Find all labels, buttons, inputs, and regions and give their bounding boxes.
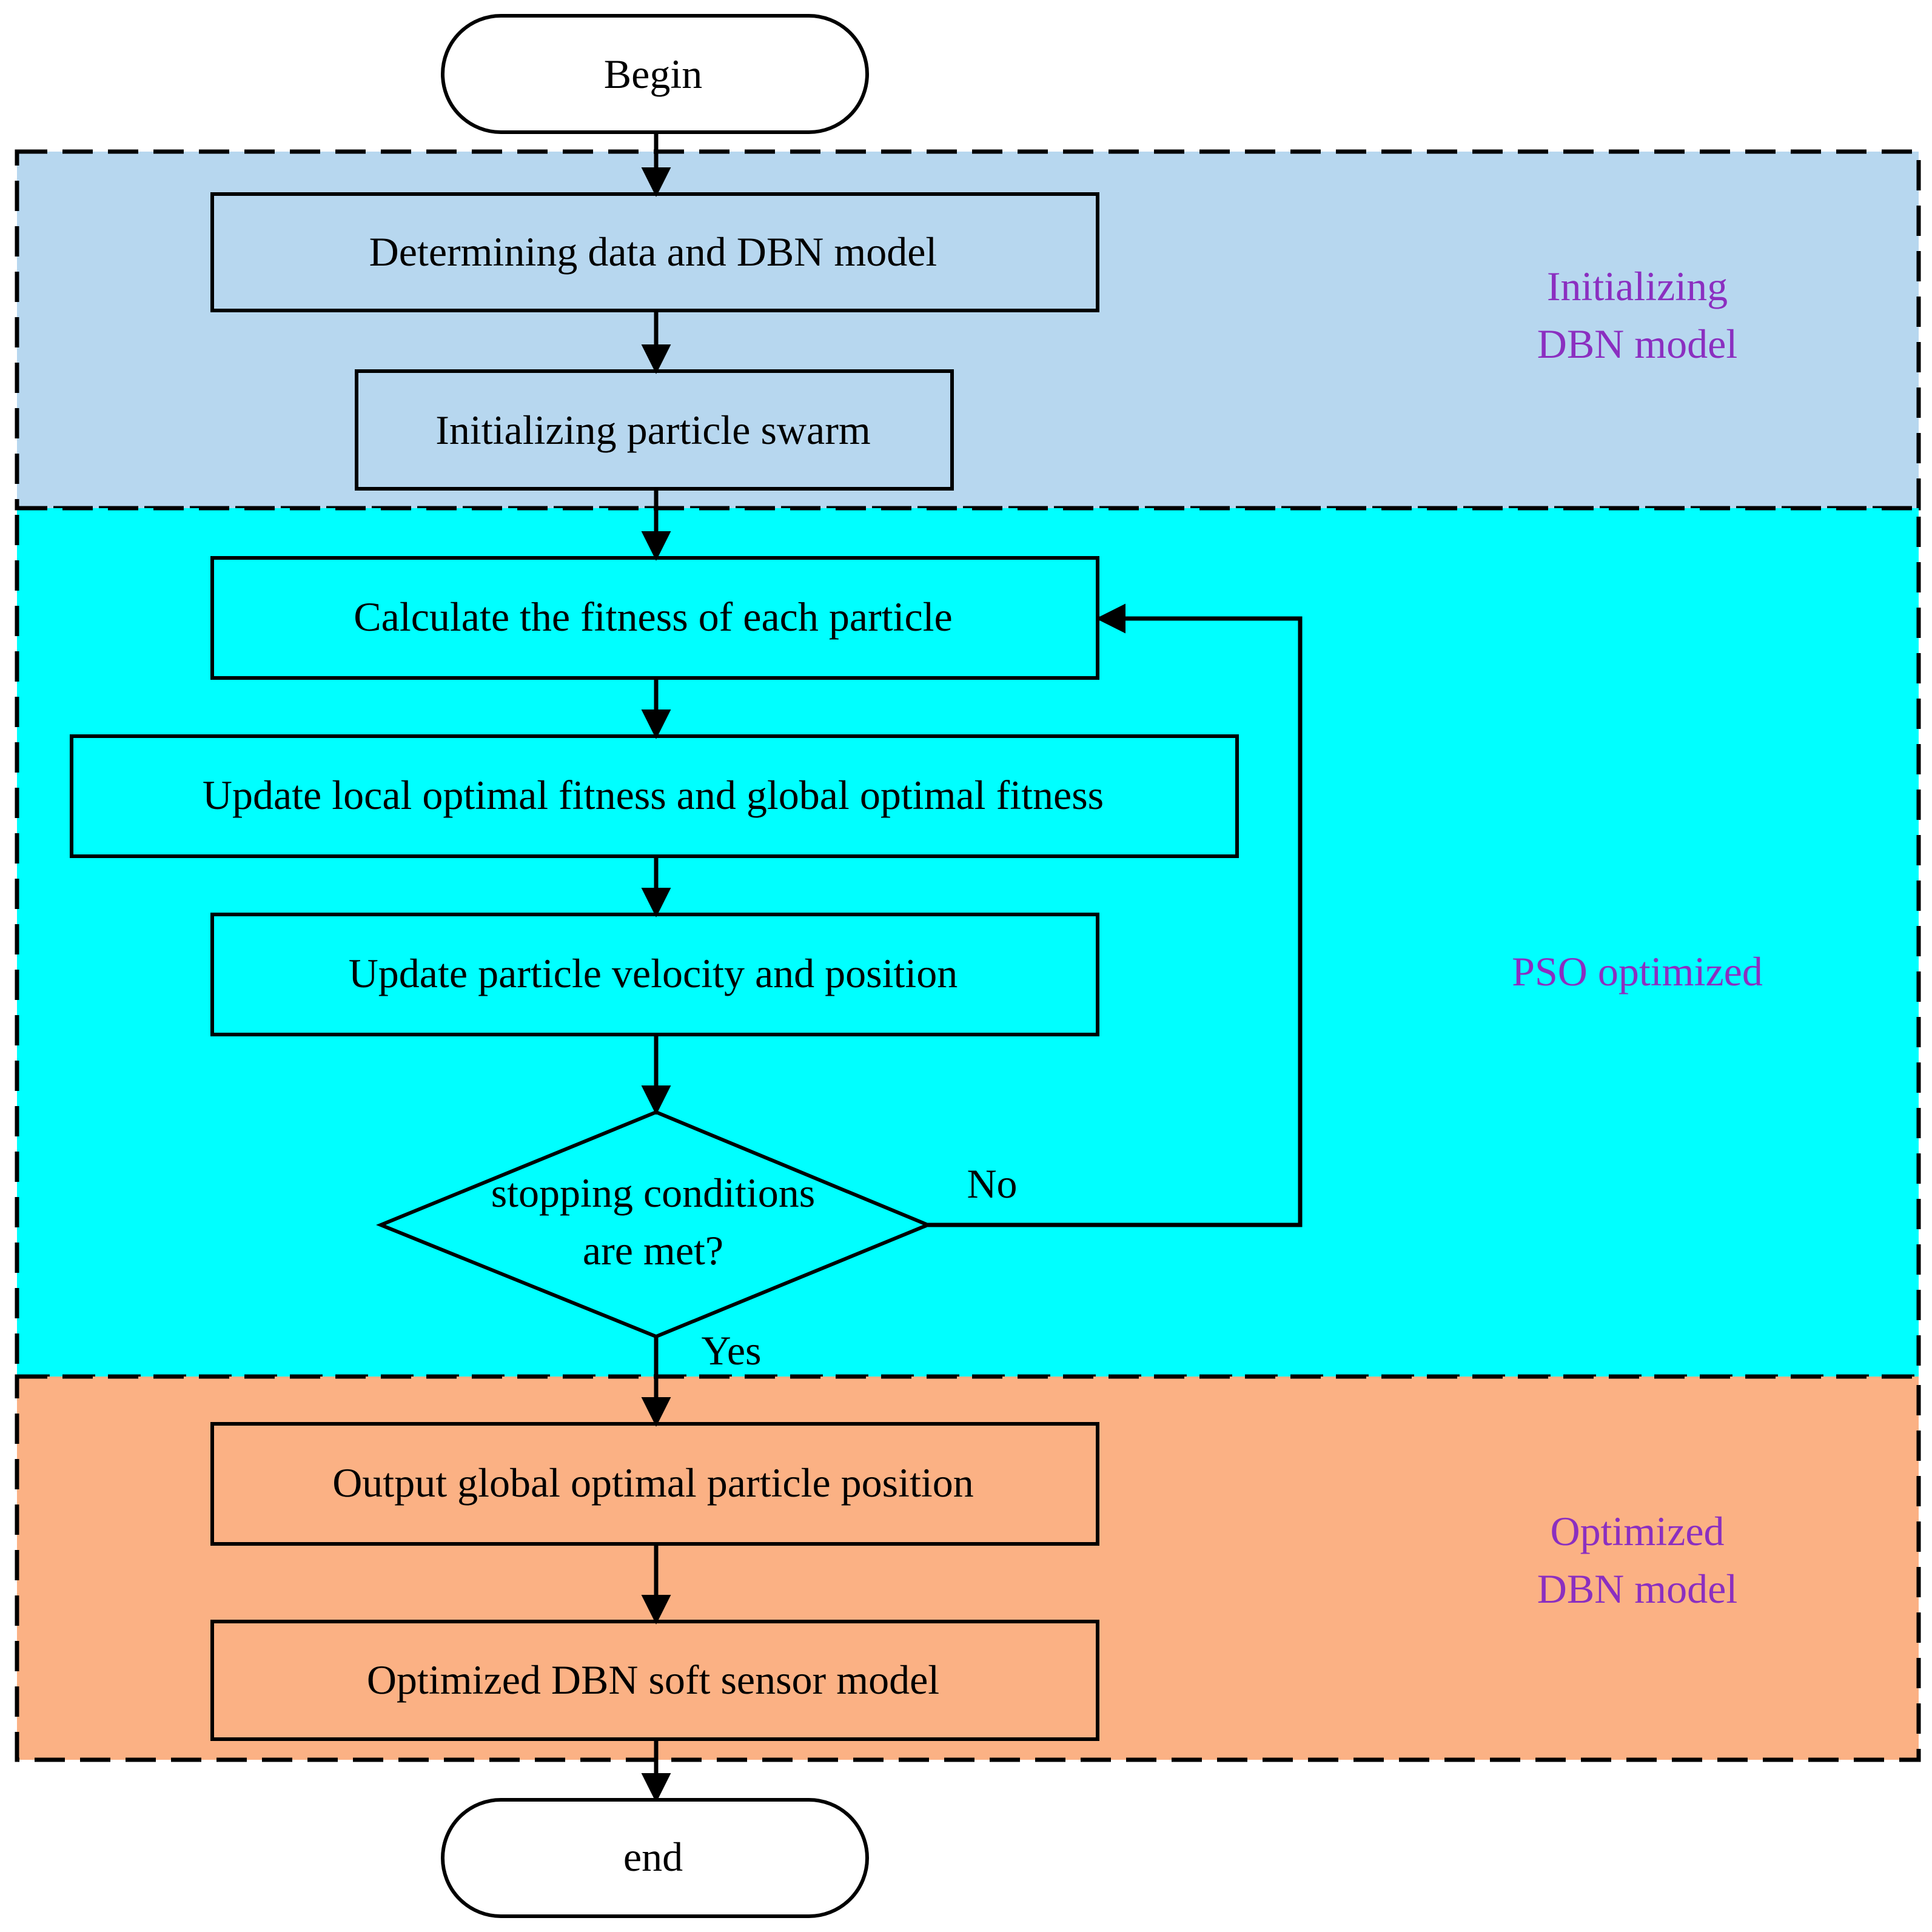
decision-label: are met? <box>583 1227 723 1273</box>
pso-section-band <box>15 506 1921 1379</box>
update-velocity-label: Update particle velocity and position <box>349 950 958 996</box>
init-swarm-label: Initializing particle swarm <box>435 407 871 453</box>
update-fitness-label: Update local optimal fitness and global … <box>203 772 1104 818</box>
optimized-section-label: Optimized <box>1550 1508 1724 1554</box>
update-fitness-box <box>70 734 1239 858</box>
determine-data-box <box>210 192 1099 312</box>
yes-branch-label: Yes <box>702 1327 762 1374</box>
output-position-box <box>210 1422 1099 1546</box>
init-section-label: DBN model <box>1537 321 1738 367</box>
soft-sensor-box <box>210 1620 1099 1741</box>
decision-label: stopping conditions <box>491 1170 816 1216</box>
fitness-label: Calculate the fitness of each particle <box>354 594 952 640</box>
begin-terminal <box>441 14 869 134</box>
end-label: end <box>623 1834 683 1880</box>
stopping-condition-diamond <box>376 1110 933 1339</box>
pso-section-label: PSO optimized <box>1512 948 1763 995</box>
flow-arrows <box>641 132 1303 1803</box>
update-velocity-box <box>210 913 1099 1036</box>
begin-label: Begin <box>604 51 702 97</box>
init-section-band <box>15 149 1921 511</box>
init-section-label: Initializing <box>1547 263 1728 309</box>
determine-data-label: Determining data and DBN model <box>369 229 937 275</box>
output-position-label: Output global optimal particle position <box>332 1460 974 1506</box>
init-swarm-box <box>355 369 954 491</box>
fitness-box <box>210 556 1099 680</box>
end-terminal <box>441 1798 869 1918</box>
arrow-decision-no-loop <box>928 603 1303 1227</box>
optimized-section-band <box>15 1374 1921 1762</box>
optimized-section-label: DBN model <box>1537 1566 1738 1612</box>
no-branch-label: No <box>967 1161 1017 1207</box>
soft-sensor-label: Optimized DBN soft sensor model <box>367 1657 939 1703</box>
